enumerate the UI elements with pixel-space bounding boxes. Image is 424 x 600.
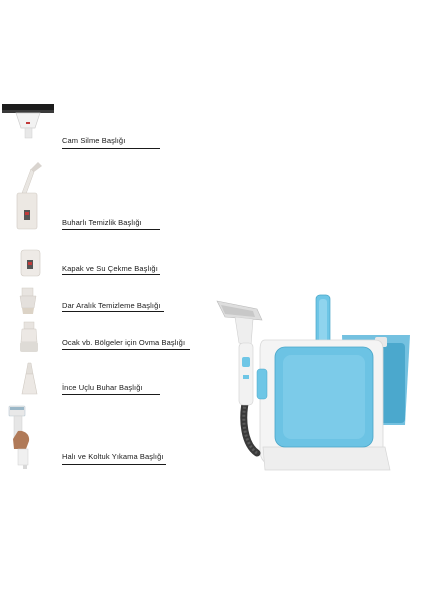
accessory-scrubbing-brush: Ocak vb. Bölgeler için Ovma Başlığı	[0, 320, 424, 356]
divider	[62, 349, 190, 350]
window-squeegee-head-icon	[2, 104, 54, 139]
steam-cleaning-head-icon	[16, 162, 42, 230]
divider	[62, 311, 164, 312]
cover-suction-head-icon	[20, 249, 41, 277]
accessory-label: Kapak ve Su Çekme Başlığı	[62, 264, 158, 273]
accessory-fine-tip-steam: İnce Uçlu Buhar Başlığı	[0, 360, 424, 400]
accessory-label: Buharlı Temizlik Başlığı	[62, 218, 142, 227]
accessory-label: Halı ve Koltuk Yıkama Başlığı	[62, 452, 164, 461]
accessory-label: Cam Silme Başlığı	[62, 136, 126, 145]
accessory-cover-suction: Kapak ve Su Çekme Başlığı	[0, 246, 424, 278]
divider	[62, 464, 166, 465]
accessory-label: Dar Aralık Temizleme Başlığı	[62, 301, 161, 310]
divider	[62, 229, 160, 230]
divider	[62, 394, 160, 395]
narrow-gap-brush-icon	[19, 287, 37, 314]
accessory-label: İnce Uçlu Buhar Başlığı	[62, 383, 143, 392]
scrubbing-brush-icon	[20, 321, 38, 352]
accessory-steam-cleaning: Buharlı Temizlik Başlığı	[0, 160, 424, 232]
divider	[62, 274, 160, 275]
accessory-label: Ocak vb. Bölgeler için Ovma Başlığı	[62, 338, 186, 347]
accessory-narrow-gap-brush: Dar Aralık Temizleme Başlığı	[0, 286, 424, 316]
fine-tip-steam-nozzle-icon	[21, 362, 38, 395]
accessory-window-squeegee: Cam Silme Başlığı	[0, 98, 424, 150]
divider	[62, 148, 160, 149]
accessory-carpet-sofa-washing: Halı ve Koltuk Yıkama Başlığı	[0, 403, 424, 469]
steam-vacuum-cleaner-image	[216, 294, 410, 471]
carpet-sofa-washing-head-icon	[8, 405, 30, 469]
